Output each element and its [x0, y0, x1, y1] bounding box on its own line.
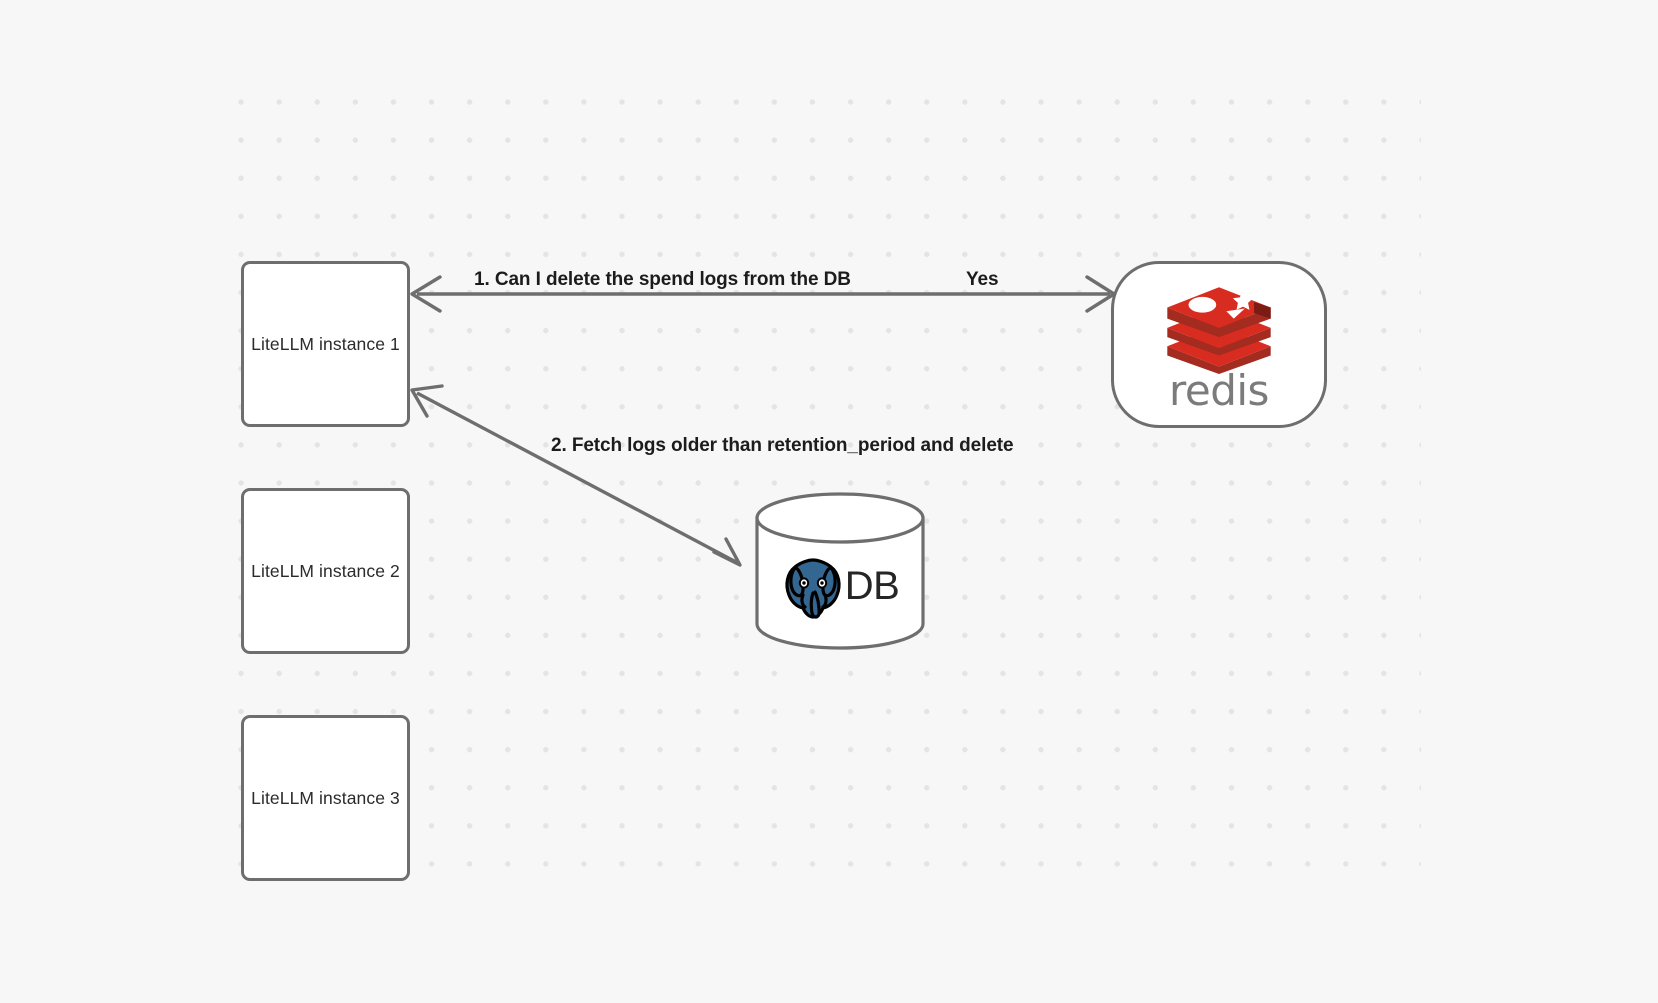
edge-instance1-db	[410, 384, 742, 567]
db-label: DB	[844, 564, 900, 608]
node-label: LiteLLM instance 1	[251, 333, 400, 354]
node-litellm-instance-1[interactable]: LiteLLM instance 1	[241, 261, 410, 427]
node-litellm-instance-3[interactable]: LiteLLM instance 3	[241, 715, 410, 881]
node-redis[interactable]: redis	[1111, 261, 1327, 428]
edge-label-step-1: 1. Can I delete the spend logs from the …	[474, 269, 851, 290]
redis-wordmark: redis	[1169, 365, 1269, 415]
node-label: LiteLLM instance 3	[251, 787, 400, 808]
node-postgres-db[interactable]: DB	[754, 492, 926, 650]
node-label: LiteLLM instance 2	[251, 560, 400, 581]
db-content: DB	[754, 544, 926, 628]
postgresql-elephant-icon	[785, 558, 841, 619]
node-litellm-instance-2[interactable]: LiteLLM instance 2	[241, 488, 410, 654]
edge-label-step-2: 2. Fetch logs older than retention_perio…	[551, 435, 1014, 456]
edge-label-answer: Yes	[966, 269, 999, 290]
redis-logo-icon	[1167, 286, 1271, 374]
